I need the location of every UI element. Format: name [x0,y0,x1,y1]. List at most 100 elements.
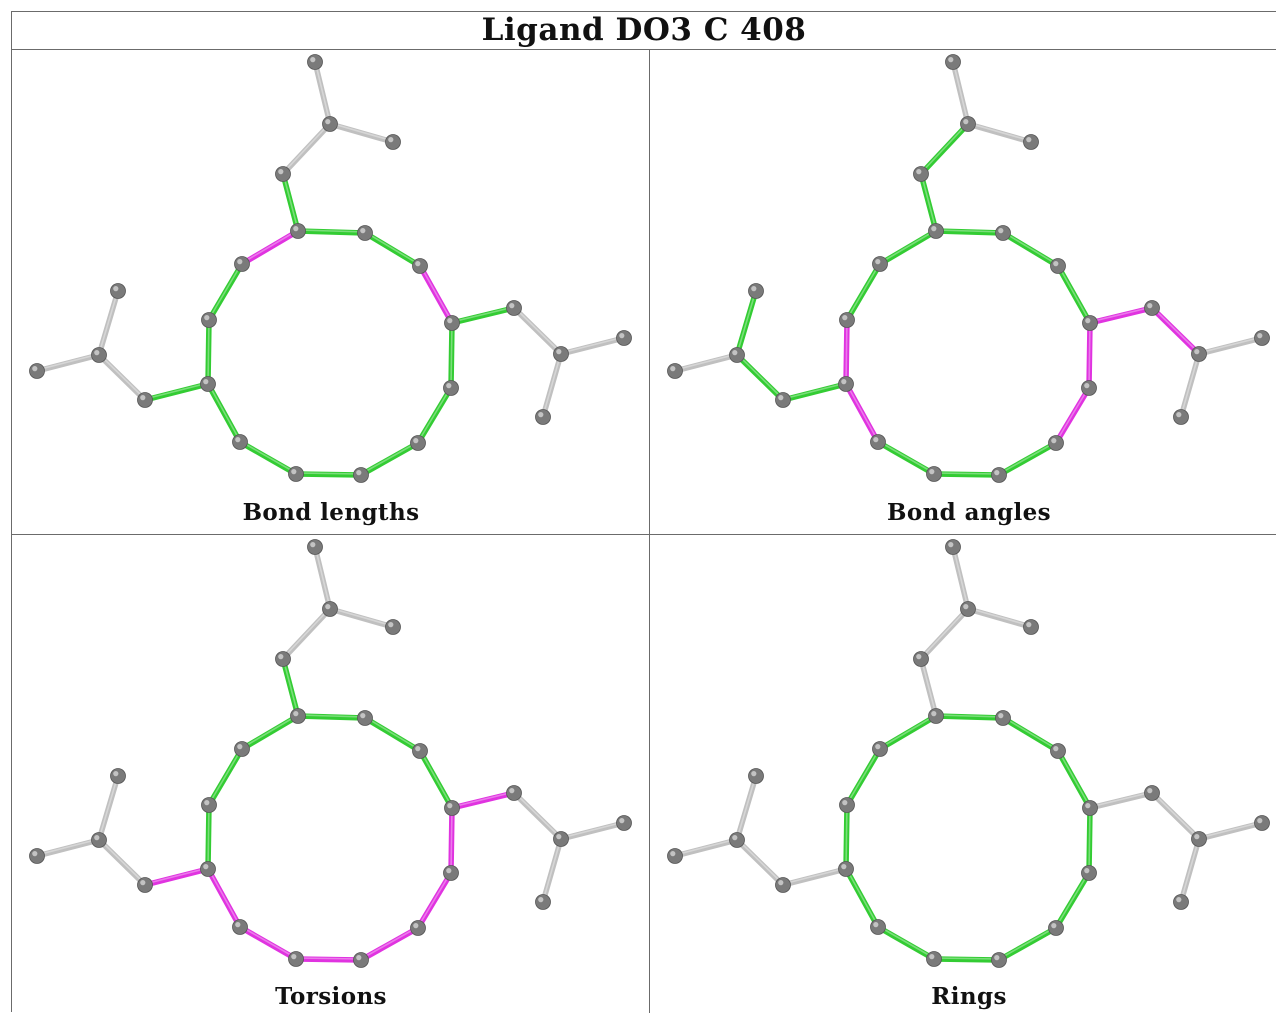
bond-highlight [845,803,848,869]
atom-glint [1051,438,1057,444]
bond-C12-C1 [295,228,368,236]
bond-highlight [933,472,1000,475]
atom-N8 [410,435,426,451]
panel-rings: Rings [650,535,1276,1019]
bond-C22-C24 [1178,351,1202,420]
atom-glint [1147,788,1153,794]
atom-glint [1147,303,1153,309]
atom-glint [447,803,453,809]
bond-highlight [451,791,515,808]
bond-C14-C16 [327,606,396,630]
atom-glint [235,437,241,443]
bond-C17-C18 [96,837,148,888]
bond-highlight [513,306,562,354]
bond-highlight [846,747,881,805]
atom-C11 [1050,258,1066,274]
bond-C17-C18 [734,352,786,403]
atom-glint [841,864,847,870]
bond-highlight [451,306,515,323]
bond-highlight [360,441,419,475]
atom-C22 [553,346,569,362]
bond-C10-C21 [449,305,517,326]
bond-C10-C11 [417,748,455,811]
atom-glint [413,438,419,444]
bond-highlight [1055,871,1090,928]
bond-highlight [450,321,453,388]
bond-highlight [98,353,146,400]
atom-C11 [1050,743,1066,759]
bond-C2-C3 [844,746,883,808]
bond-C2-C3 [206,261,245,323]
bond-highlight [542,837,562,902]
atom-C13 [913,651,929,667]
atom-glint [751,286,757,292]
atom-glint [963,604,969,610]
bond-highlight [98,838,146,885]
atom-C24 [1173,894,1189,910]
atom-glint [113,771,119,777]
bond-N4-C5 [205,381,243,445]
atom-C5 [870,919,886,935]
atom-glint [325,119,331,125]
atom-C23 [616,815,632,831]
atom-C14 [960,116,976,132]
bond-N4-C17 [780,381,849,403]
bond-highlight [144,382,209,400]
atom-glint [237,744,243,750]
ligand-title: Ligand DO3 C 408 [481,12,807,48]
bond-C10-C21 [1087,305,1155,326]
atom-glint [388,622,394,628]
atom-glint [1085,803,1091,809]
atom-glint [415,261,421,267]
bond-C10-C21 [449,790,517,811]
atom-glint [732,835,738,841]
bond-highlight [560,336,625,354]
bond-C13-C14 [918,606,971,662]
atom-C7 [991,952,1007,968]
atom-C7 [991,467,1007,483]
bond-N8-C9 [1053,870,1092,931]
bond-highlight [1198,821,1263,839]
bond-highlight [674,838,738,856]
bond-N4-C17 [142,381,211,403]
atom-glint [998,713,1004,719]
atom-glint [278,654,284,660]
bond-highlight [879,229,937,264]
bond-highlight [297,714,366,718]
atom-glint [291,469,297,475]
atom-glint [556,834,562,840]
atom-C3 [839,797,855,813]
bond-C18-C19 [734,288,759,358]
bond-highlight [1151,791,1200,839]
bond-highlight [935,714,1004,718]
atom-C19 [110,283,126,299]
atom-glint [113,286,119,292]
bond-highlight [736,289,757,355]
bond-C10-C11 [1055,263,1093,326]
bond-C11-C12 [362,715,423,754]
bond-C7-N8 [358,440,421,478]
bond-C13-C14 [280,121,333,177]
atom-C14 [960,601,976,617]
bond-C13-C14 [280,606,333,662]
bond-highlight [1002,716,1059,751]
bond-C14-C15 [950,59,971,127]
bond-highlight [314,545,331,609]
atom-C11 [412,743,428,759]
atom-glint [310,57,316,63]
atom-glint [916,169,922,175]
bond-highlight [297,229,366,233]
atom-glint [293,711,299,717]
atom-glint [873,437,879,443]
atom-glint [670,366,676,372]
bond-highlight [920,172,937,231]
atom-C17 [775,392,791,408]
bond-highlight [877,440,935,474]
atom-glint [998,228,1004,234]
atom-glint [841,379,847,385]
bond-C18-C19 [734,773,759,843]
bond-highlight [879,714,937,749]
atom-C20 [667,848,683,864]
bond-highlight [1089,791,1153,808]
atom-N8 [1048,920,1064,936]
